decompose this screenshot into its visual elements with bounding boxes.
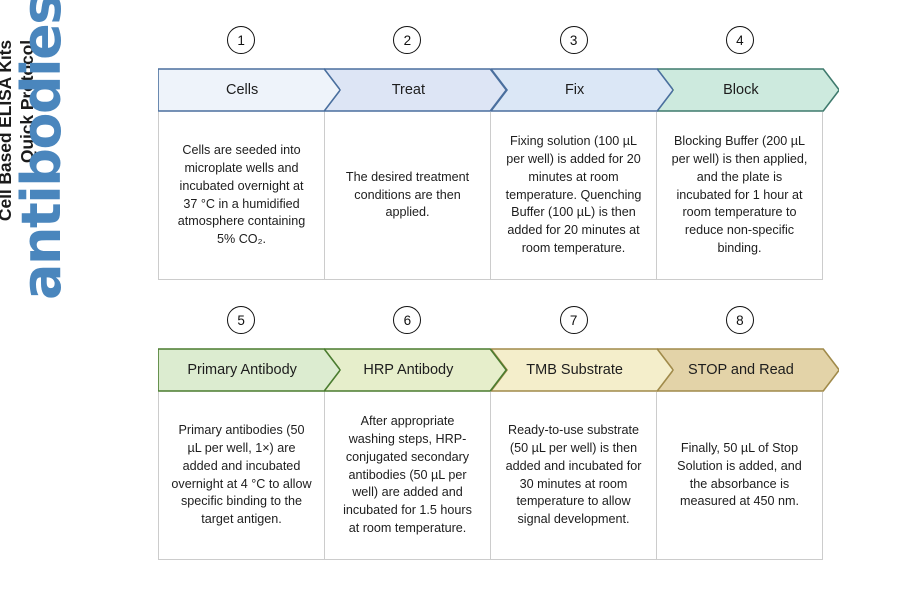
description-row-2: Primary antibodies (50 µL per well, 1×) … [158, 392, 823, 560]
antibodies-logo: antibodies .com [10, 0, 73, 300]
chevron-shape [490, 348, 673, 392]
flow-step-label: STOP and Read [687, 362, 794, 378]
step-badge-number: 7 [569, 312, 578, 328]
flow-step-label: Primary Antibody [187, 362, 297, 378]
flow-step-label: Cells [226, 82, 259, 98]
chevron-shape [158, 348, 341, 392]
step-badges-row-1: 1 2 3 4 [158, 26, 823, 60]
step-description-cell-6: After appropriate washing steps, HRP-con… [325, 392, 491, 559]
step-description-text: Cells are seeded into microplate wells a… [177, 142, 306, 247]
chevron-shape [656, 68, 839, 112]
flow-row-1: 1 2 3 4 Cells Treat Fix Block [158, 26, 839, 112]
step-description-cell-1: Cells are seeded into microplate wells a… [159, 112, 325, 279]
chevron-strip-row-1: Cells Treat Fix Block [158, 68, 839, 112]
flow-step-label: Treat [391, 82, 426, 98]
flow-step-label: TMB Substrate [526, 362, 623, 378]
chevron-shape [324, 68, 507, 112]
flow-step-8[interactable]: STOP and Read [656, 348, 839, 392]
flow-step-6[interactable]: HRP Antibody [324, 348, 507, 392]
step-badge-number: 6 [403, 312, 412, 328]
step-badge-number: 3 [569, 32, 578, 48]
flow-step-4[interactable]: Block [656, 68, 839, 112]
flow-step-5[interactable]: Primary Antibody [158, 348, 341, 392]
step-badge-number: 4 [736, 32, 744, 48]
step-badge-6: 6 [393, 306, 422, 334]
flow-step-7[interactable]: TMB Substrate [490, 348, 673, 392]
step-description-cell-8: Finally, 50 µL of Stop Solution is added… [657, 392, 822, 559]
description-row-1: Cells are seeded into microplate wells a… [158, 112, 823, 280]
step-badge-number: 2 [403, 32, 412, 48]
step-badge-number: 8 [736, 312, 744, 328]
step-description-text: After appropriate washing steps, HRP-con… [343, 413, 472, 536]
step-description-cell-7: Ready-to-use substrate (50 µL per well) … [491, 392, 657, 559]
chevron-shape [324, 348, 507, 392]
chevron-strip-row-2: Primary Antibody HRP Antibody TMB Substrat… [158, 348, 839, 392]
step-description-cell-2: The desired treatment conditions are the… [325, 112, 491, 279]
step-badge-3: 3 [559, 26, 588, 54]
chevron-shape [158, 68, 341, 112]
chevron-shape [656, 348, 839, 392]
step-description-text: The desired treatment conditions are the… [345, 169, 470, 220]
flow-step-2[interactable]: Treat [324, 68, 507, 112]
step-description-text: Fixing solution (100 µL per well) is add… [505, 133, 642, 256]
step-description-cell-3: Fixing solution (100 µL per well) is add… [491, 112, 657, 279]
flow-step-label: Block [723, 82, 759, 98]
step-description-cell-4: Blocking Buffer (200 µL per well) is the… [657, 112, 822, 279]
flow-row-2: 5 6 7 8 Primary Antibody HRP Antibody TMB Sub… [158, 306, 839, 392]
step-badge-number: 5 [237, 312, 245, 328]
step-description-cell-5: Primary antibodies (50 µL per well, 1×) … [159, 392, 325, 559]
step-badges-row-2: 5 6 7 8 [158, 306, 823, 340]
logo-wordmark: antibodies [10, 0, 73, 300]
flow-step-label: HRP Antibody [363, 362, 454, 378]
step-badge-1: 1 [227, 26, 256, 54]
step-badge-2: 2 [393, 26, 422, 54]
step-badge-number: 1 [237, 32, 245, 48]
chevron-shape [490, 68, 673, 112]
step-description-text: Primary antibodies (50 µL per well, 1×) … [171, 422, 312, 527]
flow-step-label: Fix [564, 82, 585, 98]
step-description-text: Blocking Buffer (200 µL per well) is the… [671, 133, 808, 256]
flow-step-1[interactable]: Cells [158, 68, 341, 112]
step-badge-7: 7 [559, 306, 588, 334]
step-description-text: Finally, 50 µL of Stop Solution is added… [677, 440, 802, 509]
step-badge-5: 5 [227, 306, 256, 334]
flow-step-3[interactable]: Fix [490, 68, 673, 112]
step-badge-4: 4 [725, 26, 754, 54]
step-description-text: Ready-to-use substrate (50 µL per well) … [505, 422, 642, 527]
step-badge-8: 8 [725, 306, 754, 334]
